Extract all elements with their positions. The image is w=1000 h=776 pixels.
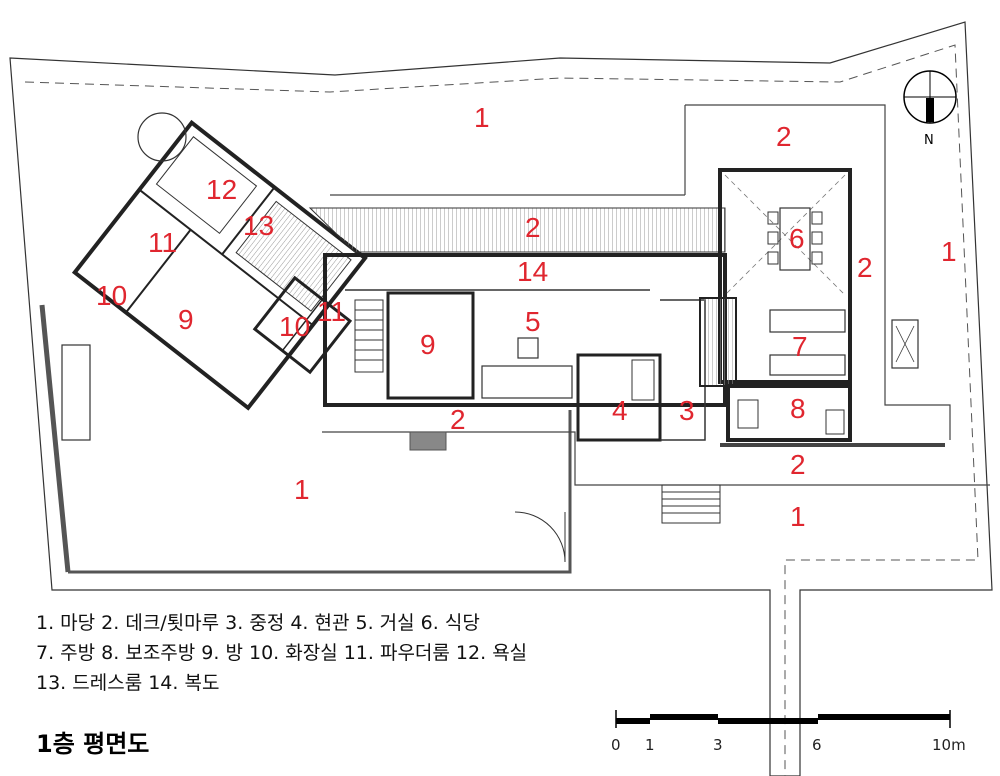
room-label: 10: [96, 280, 127, 311]
aux-kitchen-counter: [737, 399, 759, 429]
scale-tick: 0: [611, 736, 621, 754]
entrance-block: [576, 353, 662, 442]
legend-line: 13. 드레스룸 14. 복도: [36, 672, 220, 694]
doormat: [409, 431, 447, 451]
room-label: 9: [420, 329, 436, 360]
room-label: 1: [790, 501, 806, 532]
room-label: 5: [525, 306, 541, 337]
dining-kitchen-block: [718, 168, 852, 384]
room-label: 1: [294, 474, 310, 505]
scale-bar: 0 1 3 6 10m: [611, 710, 966, 754]
room-label: 13: [243, 210, 274, 241]
west-box: [61, 344, 91, 441]
gate-door-arc: [514, 511, 566, 563]
plan-title: 1층 평면도: [36, 730, 150, 758]
dining-table: [779, 207, 811, 271]
rotated-wing: [71, 119, 368, 411]
scale-tick: 6: [812, 736, 822, 754]
room-label: 7: [792, 331, 808, 362]
skylight-x2: [895, 325, 915, 363]
room-label: 3: [679, 395, 695, 426]
room-label: 11: [148, 227, 177, 258]
entry-steps: [661, 484, 721, 524]
room-label: 11: [317, 296, 346, 327]
room-label: 9: [178, 304, 194, 335]
room-label: 1: [474, 102, 490, 133]
room-label: 10: [279, 311, 310, 342]
room-label: 2: [790, 449, 806, 480]
room-label: 2: [450, 404, 466, 435]
scale-tick: 1: [645, 736, 655, 754]
room-label: 1: [941, 236, 957, 267]
north-label: N: [924, 133, 934, 148]
room-label: 14: [517, 256, 548, 287]
outdoor-table: [137, 112, 187, 162]
legend-line: 7. 주방 8. 보조주방 9. 방 10. 화장실 11. 파우더룸 12. …: [36, 642, 528, 664]
skylight-east: [891, 319, 919, 369]
legend-line: 1. 마당 2. 데크/툇마루 3. 중정 4. 현관 5. 거실 6. 식당: [36, 612, 480, 634]
room-legend: 1. 마당 2. 데크/툇마루 3. 중정 4. 현관 5. 거실 6. 식당 …: [36, 608, 527, 698]
scale-tick: 3: [713, 736, 723, 754]
room-label: 4: [612, 395, 628, 426]
powder-block: [252, 275, 353, 375]
kitchen-island: [769, 354, 846, 376]
yard-outline: [685, 104, 951, 440]
scale-tick: 10m: [932, 736, 966, 754]
living-sofa: [481, 365, 573, 399]
deck-strip: [308, 207, 726, 253]
aux-kitchen-sink: [825, 409, 845, 435]
room-label: 2: [857, 252, 873, 283]
room-label: 2: [525, 212, 541, 243]
yard-fence: [322, 431, 990, 486]
living-table: [517, 337, 539, 359]
storage-wall: [699, 297, 737, 387]
kitchen-counter: [769, 309, 846, 333]
room-label: 12: [206, 174, 237, 205]
aux-kitchen-block: [726, 384, 852, 442]
room-9-east: [386, 291, 475, 400]
west-wall: [39, 304, 71, 573]
room-label: 2: [776, 121, 792, 152]
site-boundary: [9, 21, 993, 776]
room-label: 6: [789, 223, 805, 254]
room-label: 8: [790, 393, 806, 424]
dining-chairs: [767, 211, 823, 265]
north-arrow: N: [903, 70, 957, 148]
dining-diag-2: [724, 174, 846, 296]
setback-line: [24, 44, 979, 776]
stairs: [354, 299, 384, 373]
south-yard-wall: [68, 410, 572, 574]
entrance-cabinet: [631, 359, 655, 401]
